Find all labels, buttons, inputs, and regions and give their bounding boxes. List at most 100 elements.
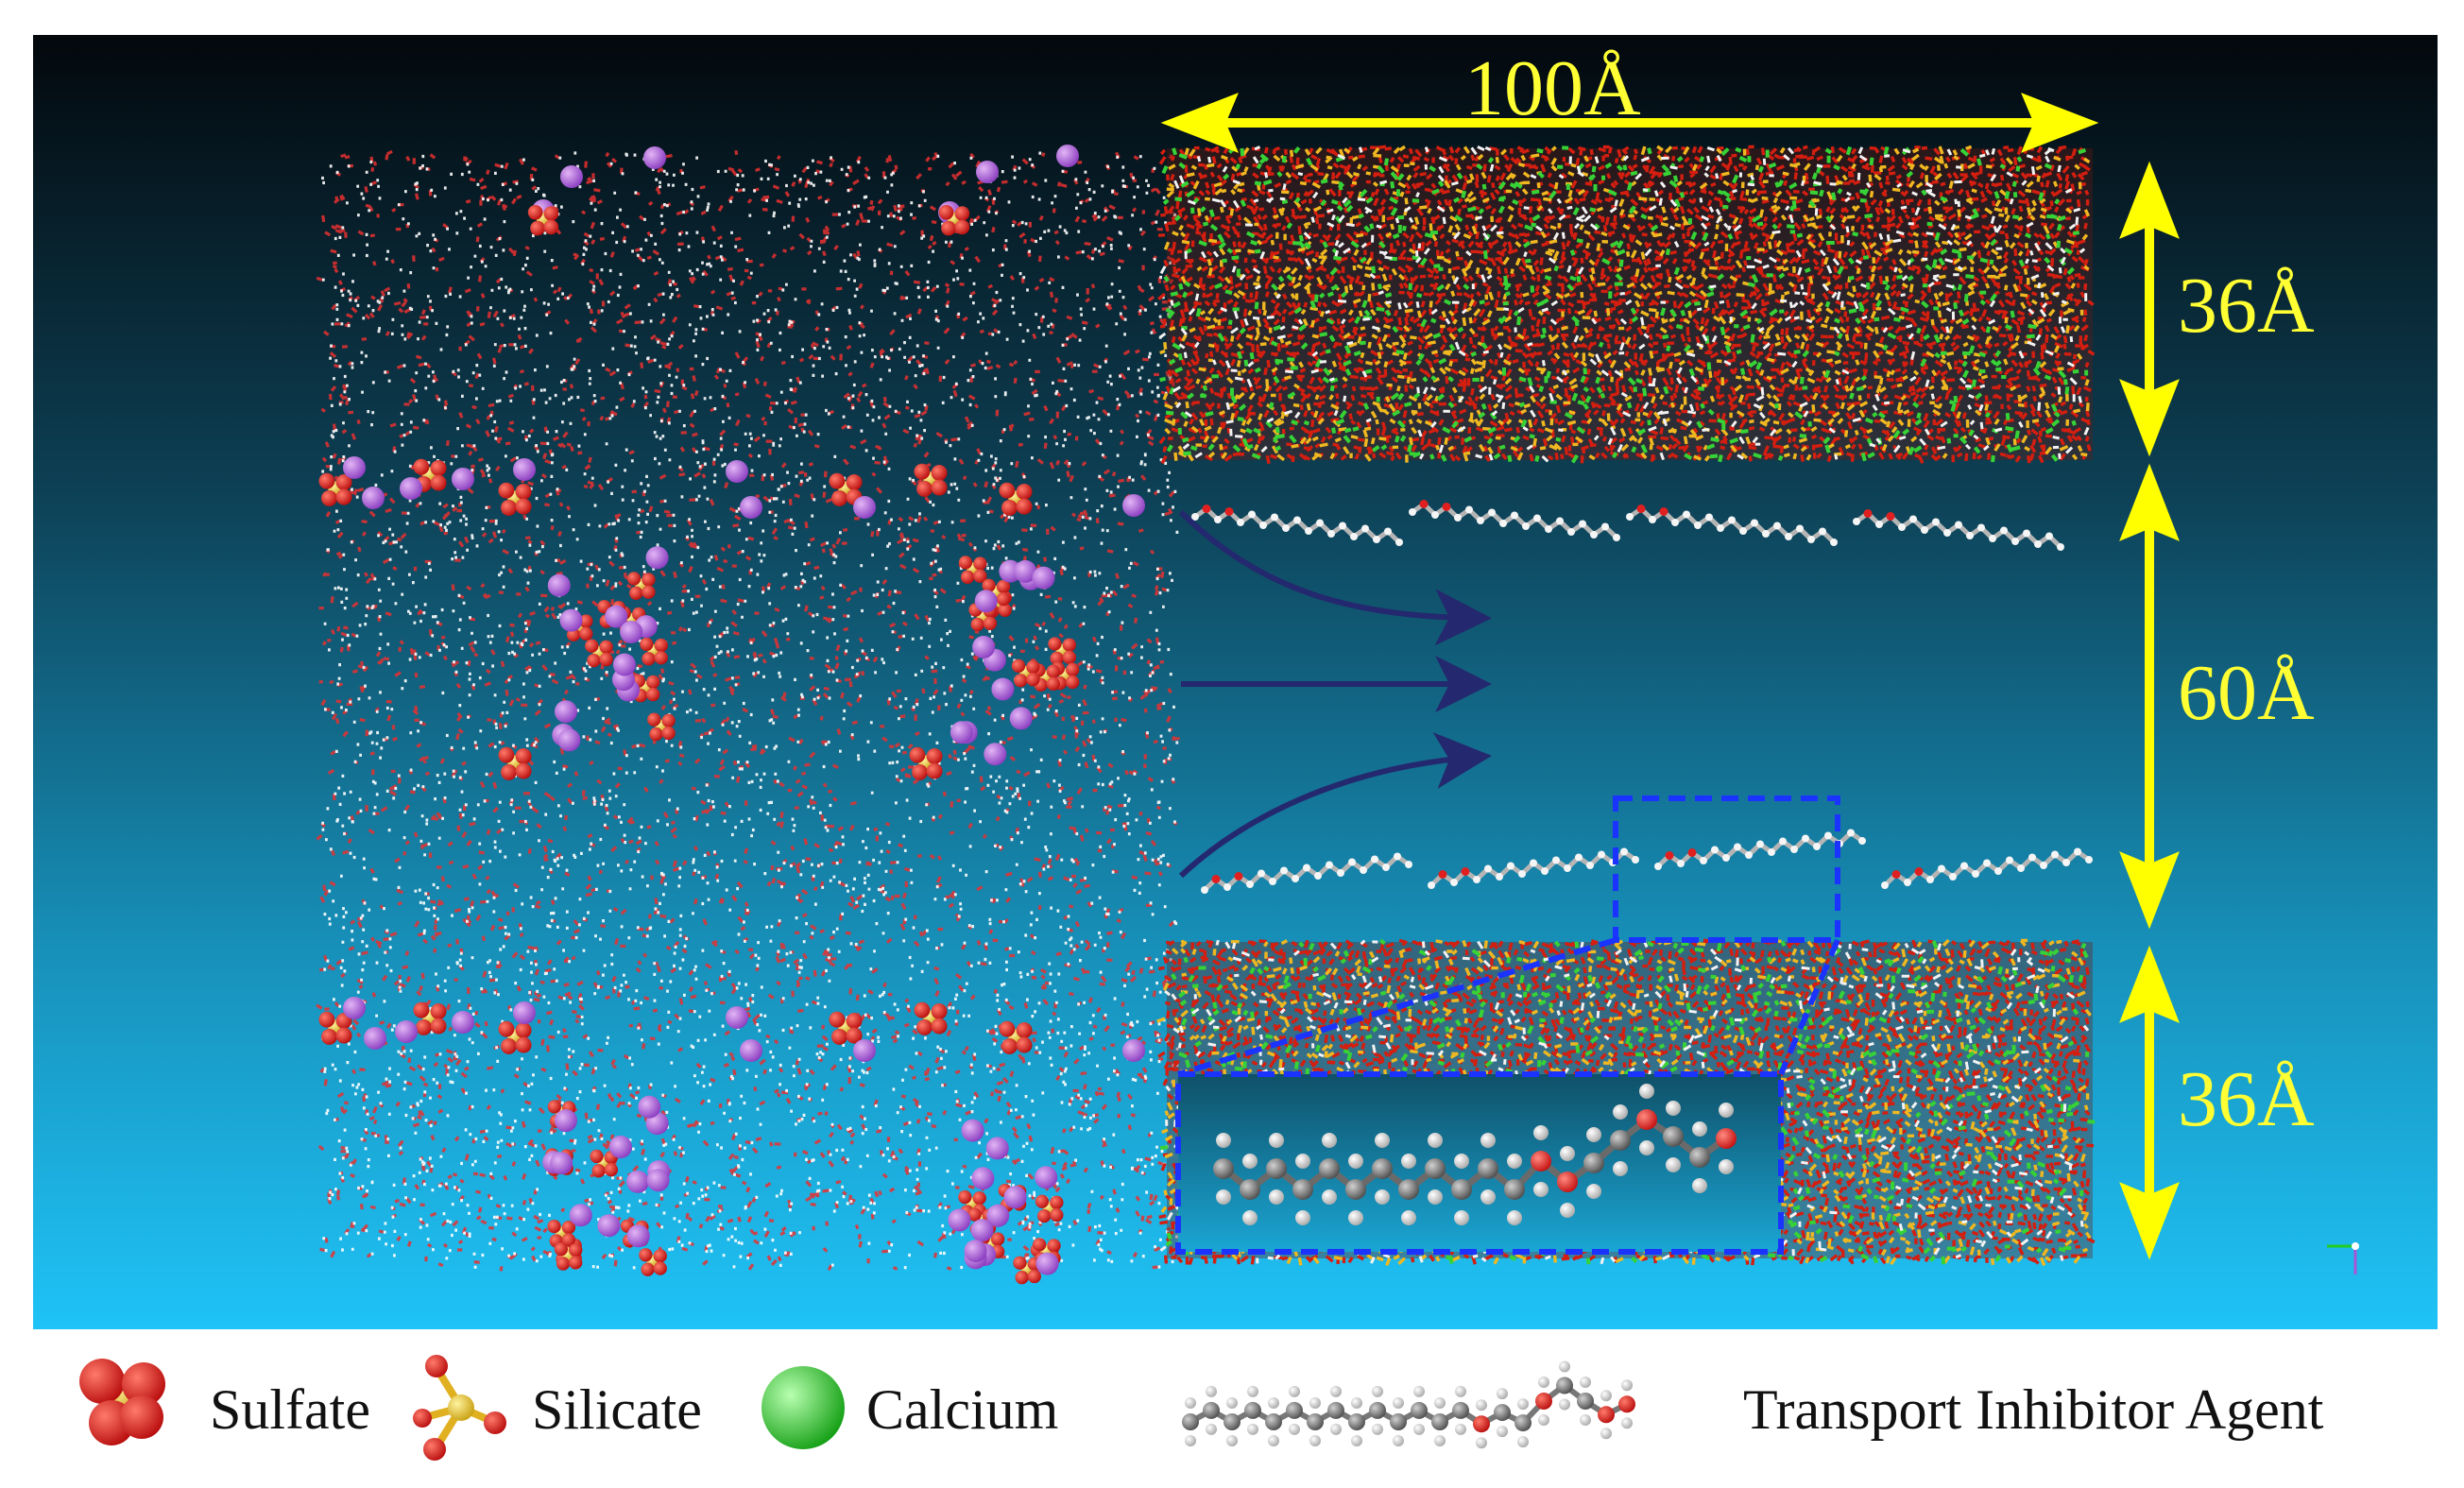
width-dimension-arrow — [1160, 93, 2099, 153]
sulfate-ion — [1035, 1194, 1064, 1223]
sulfate-ion — [909, 746, 943, 780]
inhibitor-molecule — [1853, 509, 2064, 551]
bottom-slab-dimension-arrow — [2119, 945, 2180, 1260]
sodium-ion — [971, 1167, 995, 1190]
sodium-ion — [643, 146, 666, 169]
sodium-ion — [620, 621, 643, 644]
inhibitor-molecule — [1428, 847, 1639, 889]
sodium-ion — [985, 1137, 1009, 1160]
simulation-figure: 100Å 36Å 60Å 36Å — [33, 35, 2438, 1329]
sodium-ion — [964, 1240, 987, 1263]
sulfate-ion — [626, 572, 656, 600]
sulfate-ion — [547, 1219, 576, 1248]
bottom-slab-dimension-label: 36Å — [2178, 1055, 2315, 1143]
zoom-line-left — [1177, 937, 1617, 1077]
sulfate-ion — [498, 746, 532, 780]
simulation-scene — [33, 35, 2438, 1329]
sulfate-ion — [1048, 637, 1076, 666]
sodium-ion — [605, 605, 628, 628]
sulfate-ion — [999, 1020, 1033, 1054]
sodium-ion — [948, 1208, 971, 1232]
sodium-ion — [991, 677, 1015, 701]
sodium-ion — [364, 1027, 386, 1050]
sodium-ion — [554, 700, 577, 724]
sodium-ion — [343, 456, 366, 479]
sodium-ion — [970, 1219, 994, 1242]
highlight-inset-box — [1175, 1071, 1784, 1255]
sodium-ion — [395, 1020, 418, 1043]
sodium-ion — [645, 546, 669, 570]
sulfate-ion — [631, 674, 660, 703]
sodium-ion — [1003, 1186, 1027, 1209]
sulfate-icon — [79, 1359, 165, 1445]
sulfate-ion — [498, 482, 532, 516]
sulfate-ion — [498, 1020, 532, 1054]
sodium-ion — [974, 590, 998, 613]
legend-label-silicate: Silicate — [532, 1378, 702, 1441]
sodium-ion — [950, 721, 973, 744]
gap-dimension-label: 60Å — [2178, 649, 2315, 737]
sodium-ion — [547, 573, 571, 597]
sodium-ion — [986, 1204, 1010, 1227]
sulfate-ion — [639, 1248, 667, 1276]
sodium-ion — [1056, 145, 1079, 167]
legend-label-sulfate: Sulfate — [210, 1378, 370, 1441]
sulfate-ion — [647, 712, 676, 742]
sodium-ion — [400, 477, 422, 500]
inhibitor-molecule — [1191, 505, 1403, 546]
inhibitor-molecule — [1626, 505, 1838, 546]
sodium-ion — [452, 468, 474, 490]
sulfate-ion — [585, 639, 613, 668]
sulfate-ion — [829, 1011, 863, 1045]
slab-hydrogen-atoms — [1159, 145, 2090, 463]
sulfate-ion — [1051, 661, 1080, 691]
sodium-ion — [1035, 1166, 1058, 1189]
sodium-ion — [608, 1135, 632, 1158]
sodium-ion — [362, 487, 385, 509]
sodium-ion — [626, 1224, 650, 1248]
sodium-ion — [612, 653, 636, 676]
sulfate-ion — [1011, 658, 1040, 688]
legend: Sulfate Silicate Calcium Transport Inhib… — [0, 1332, 2464, 1488]
sodium-ion — [1122, 1039, 1145, 1062]
sulfate-ion — [413, 1001, 447, 1035]
inhibitor-molecule — [1881, 847, 2093, 889]
top-slab-dimension-label: 36Å — [2178, 262, 2315, 350]
sulfate-ion — [958, 556, 987, 584]
sulfate-ion — [318, 472, 352, 506]
gap-dimension-arrow — [2119, 463, 2180, 930]
width-dimension-label: 100Å — [1464, 44, 1641, 132]
sulfate-ion — [938, 205, 970, 236]
sulfate-ion — [527, 205, 559, 236]
inhibitor-molecule-zoom — [1213, 1084, 1737, 1225]
sulfate-ion — [413, 458, 447, 492]
sodium-ion — [452, 1011, 474, 1034]
sodium-ion — [554, 1109, 577, 1133]
sodium-ion — [961, 1119, 984, 1142]
sodium-ion — [726, 1006, 748, 1029]
sodium-ion — [1122, 494, 1145, 517]
silicate-icon — [413, 1355, 506, 1461]
sodium-ion — [1035, 1252, 1059, 1275]
flow-arrow-lower — [1178, 732, 1492, 879]
legend-label-inhibitor: Transport Inhibitor Agent — [1743, 1378, 2324, 1441]
inhibitor-molecule-icon — [1182, 1360, 1635, 1449]
sodium-ion — [972, 635, 996, 658]
highlight-small-box — [1613, 795, 1840, 943]
sulfate-ion — [829, 472, 863, 506]
sulfate-ion — [914, 463, 948, 497]
legend-icons — [79, 1355, 1635, 1461]
slab-silicon-bonds — [1159, 145, 2091, 463]
sodium-ion — [740, 496, 762, 519]
sodium-ion — [976, 161, 999, 183]
top-csh-slab — [1157, 145, 2096, 465]
sulfate-ion — [640, 637, 668, 666]
sodium-ion — [853, 1039, 876, 1062]
sodium-ion — [626, 1170, 650, 1193]
sodium-ion — [726, 460, 748, 483]
sodium-ion — [853, 496, 876, 519]
sodium-ion — [560, 165, 583, 188]
sulfate-ion — [590, 1149, 619, 1178]
inhibitor-molecule — [1409, 500, 1620, 541]
sodium-ion — [1014, 559, 1037, 583]
